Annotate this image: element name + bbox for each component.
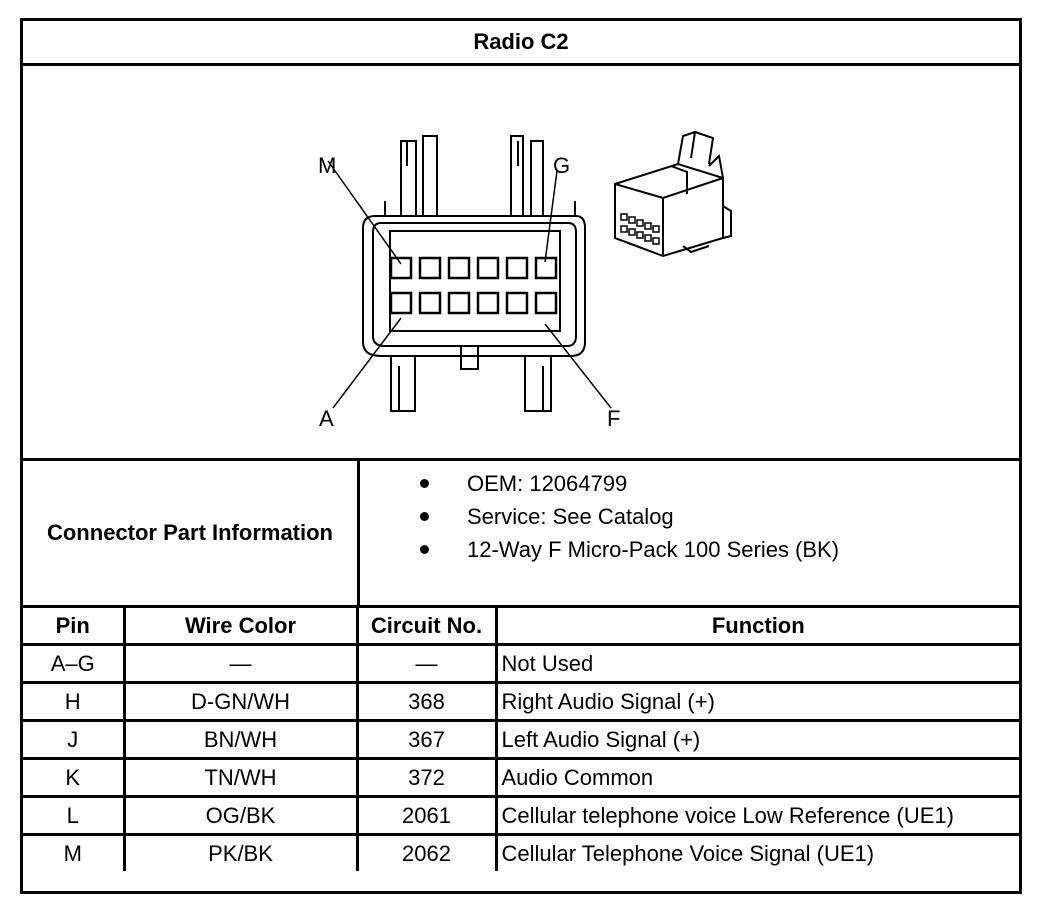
pin-cavity	[534, 291, 558, 315]
column-header-function: Function	[494, 608, 1019, 646]
connector-part-info-list: OEM: 12064799 Service: See Catalog 12-Wa…	[360, 467, 839, 566]
cell-function: Cellular Telephone Voice Signal (UE1)	[494, 833, 1019, 871]
cell-pin: J	[23, 719, 126, 760]
pin-table: Pin Wire Color Circuit No. Function A–G …	[23, 608, 1019, 871]
pin-cavity	[505, 256, 529, 280]
info-service: Service: See Catalog	[467, 504, 674, 529]
cell-circuit-no: —	[355, 643, 498, 684]
cell-wire-color: TN/WH	[122, 757, 359, 798]
pin-cavity	[447, 291, 471, 315]
cell-circuit-no: 2062	[355, 833, 498, 871]
pin-cavity	[447, 256, 471, 280]
table-row: M PK/BK 2062 Cellular Telephone Voice Si…	[23, 833, 1019, 871]
list-item: OEM: 12064799	[360, 467, 839, 500]
list-item: Service: See Catalog	[360, 500, 839, 533]
column-header-wire-color: Wire Color	[122, 608, 359, 646]
bullet-icon	[420, 545, 429, 554]
cell-pin: L	[23, 795, 126, 836]
pin-cavity	[418, 291, 442, 315]
cell-function: Not Used	[494, 643, 1019, 684]
column-header-pin: Pin	[23, 608, 126, 646]
pin-cavity	[476, 256, 500, 280]
cell-circuit-no: 372	[355, 757, 498, 798]
pin-label-f: F	[607, 406, 620, 431]
cell-circuit-no: 367	[355, 719, 498, 760]
table-row: H D-GN/WH 368 Right Audio Signal (+)	[23, 681, 1019, 722]
cell-pin: K	[23, 757, 126, 798]
connector-3d-illustration	[614, 130, 732, 258]
connector-part-info: Connector Part Information OEM: 12064799…	[23, 458, 1019, 608]
cell-pin: A–G	[23, 643, 126, 684]
pin-cavity	[476, 291, 500, 315]
connector-sheet: Radio C2	[20, 18, 1022, 894]
cell-wire-color: —	[122, 643, 359, 684]
pin-cavity	[389, 291, 413, 315]
pin-label-g: G	[553, 153, 570, 178]
connector-face-view: M G A F	[318, 130, 732, 431]
cell-function: Audio Common	[494, 757, 1019, 798]
connector-part-info-label: Connector Part Information	[23, 461, 360, 605]
pin-cavity	[534, 256, 558, 280]
pin-cavity	[389, 256, 413, 280]
pin-cavity	[418, 256, 442, 280]
cell-pin: H	[23, 681, 126, 722]
cell-function: Cellular telephone voice Low Reference (…	[494, 795, 1019, 836]
table-row: J BN/WH 367 Left Audio Signal (+)	[23, 719, 1019, 760]
table-header-row: Pin Wire Color Circuit No. Function	[23, 608, 1019, 646]
info-oem: OEM: 12064799	[467, 471, 628, 496]
column-header-circuit-no: Circuit No.	[355, 608, 498, 646]
pin-label-a: A	[319, 406, 334, 431]
cell-wire-color: D-GN/WH	[122, 681, 359, 722]
cell-pin: M	[23, 833, 126, 871]
bullet-icon	[420, 479, 429, 488]
list-item: 12-Way F Micro-Pack 100 Series (BK)	[360, 533, 839, 566]
cell-wire-color: BN/WH	[122, 719, 359, 760]
cell-wire-color: OG/BK	[122, 795, 359, 836]
bullet-icon	[420, 512, 429, 521]
pin-label-m: M	[318, 153, 336, 178]
cell-function: Left Audio Signal (+)	[494, 719, 1019, 760]
table-row: L OG/BK 2061 Cellular telephone voice Lo…	[23, 795, 1019, 836]
info-description: 12-Way F Micro-Pack 100 Series (BK)	[467, 537, 840, 562]
cell-circuit-no: 2061	[355, 795, 498, 836]
table-row: A–G — — Not Used	[23, 643, 1019, 684]
cell-wire-color: PK/BK	[122, 833, 359, 871]
table-row: K TN/WH 372 Audio Common	[23, 757, 1019, 798]
cell-circuit-no: 368	[355, 681, 498, 722]
cell-function: Right Audio Signal (+)	[494, 681, 1019, 722]
connector-diagram: M G A F	[23, 66, 1019, 458]
page-title: Radio C2	[23, 21, 1019, 66]
pin-cavity	[505, 291, 529, 315]
